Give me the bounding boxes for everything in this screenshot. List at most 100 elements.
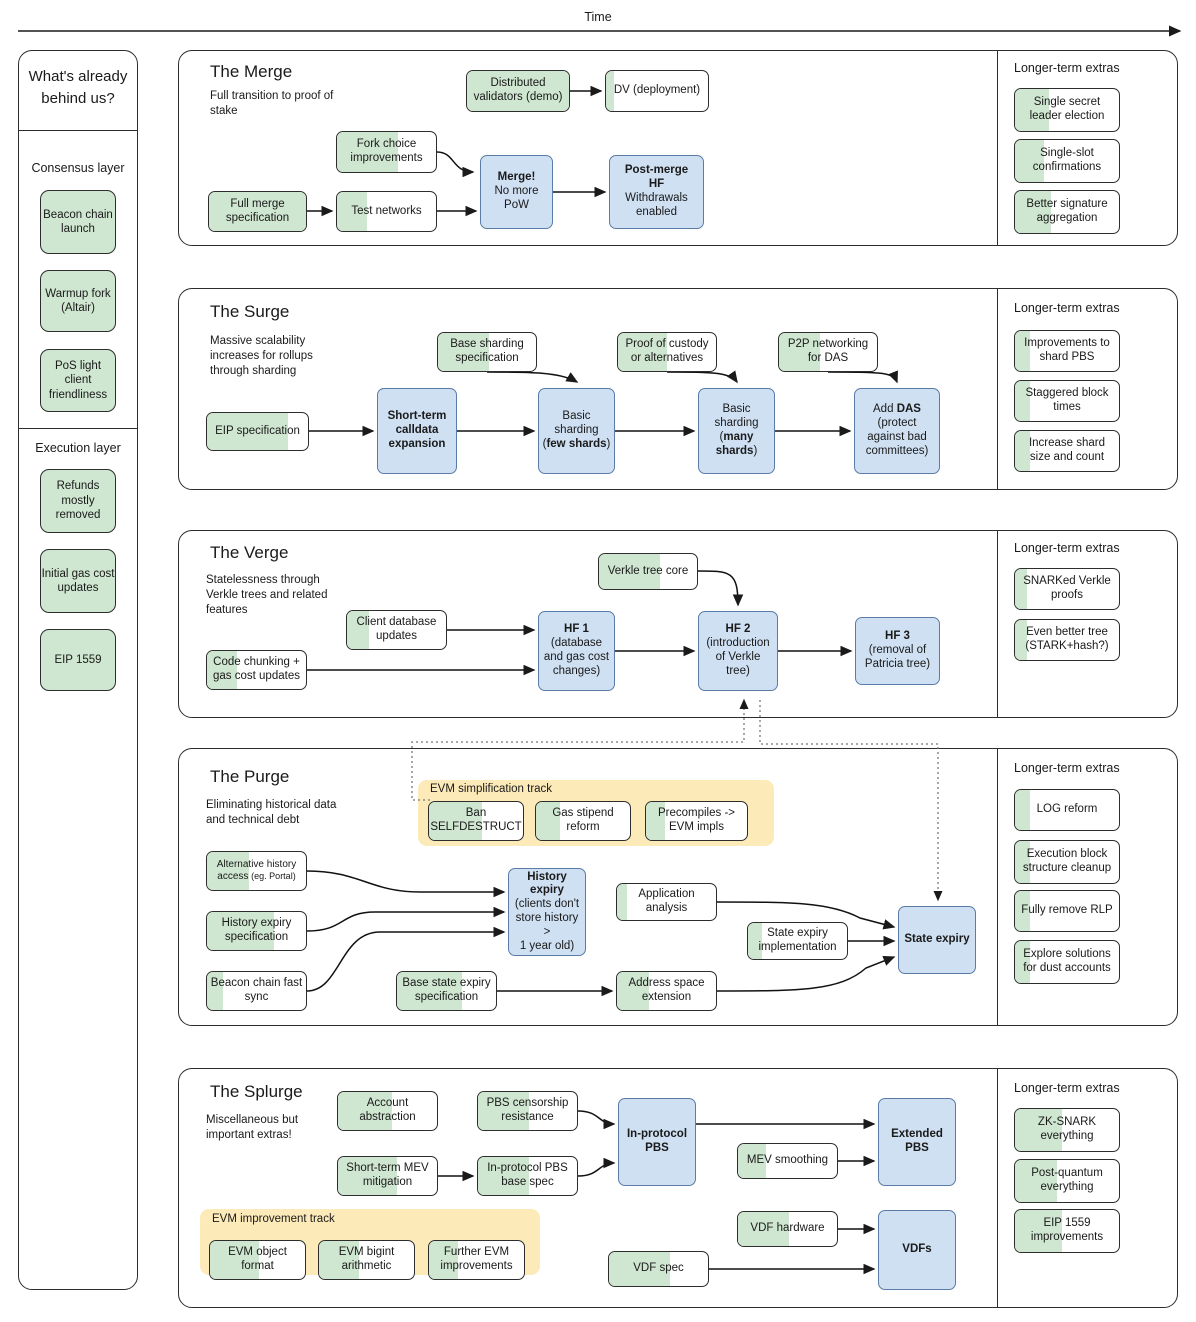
node-history-expiry-specification[interactable]: History expiry specification [206,911,307,951]
node-vdfs[interactable]: VDFs [878,1210,956,1290]
node-base-state-expiry-specification[interactable]: Base state expiry specification [396,971,497,1011]
node-label: Single secret leader election [1029,96,1105,122]
node-label: Execution block structure cleanup [1022,848,1112,874]
node-full-merge-specification[interactable]: Full merge specification [208,191,307,232]
node-label: Client database updates [356,616,437,642]
extra-execution-block-structure-cleanup[interactable]: Execution block structure cleanup [1014,840,1120,884]
node-state-expiry[interactable]: State expiry [898,906,976,974]
evm-simplification-track-label: EVM simplification track [430,783,553,795]
node-base-sharding-specification[interactable]: Base sharding specification [437,332,537,372]
node-short-term-calldata-expansion[interactable]: Short-term calldata expansion [377,388,457,474]
node-label: Test networks [351,204,422,217]
node-pbs-censorship-resistance[interactable]: PBS censorship resistance [477,1091,578,1131]
node-label: Address space extension [628,977,705,1003]
node-verkle-tree-core[interactable]: Verkle tree core [598,553,698,590]
node-label: Base sharding specification [450,338,524,364]
extras-title-surge: Longer-term extras [1014,301,1120,315]
extra-explore-solutions-for-dust-accounts[interactable]: Explore solutions for dust accounts [1014,940,1120,984]
node-fork-choice-improvements[interactable]: Fork choice improvements [336,131,437,173]
sidebar-group-label-execution: Execution layer [35,441,121,455]
extra-post-quantum-everything[interactable]: Post-quantum everything [1014,1159,1120,1203]
evm-improvement-track-label: EVM improvement track [212,1213,335,1225]
node-label: Short-term calldata expansion [387,410,447,450]
node-label: DV (deployment) [613,84,701,97]
section-merge-divider [997,50,999,246]
node-application-analysis[interactable]: Application analysis [616,883,717,921]
node-label: Code chunking + gas cost updates [213,656,300,682]
sidebar-heading: What's already behind us? [28,68,128,107]
node-vdf-hardware[interactable]: VDF hardware [737,1211,838,1247]
extra-eip-1559-improvements[interactable]: EIP 1559 improvements [1014,1209,1120,1253]
extra-snarked-verkle-proofs[interactable]: SNARKed Verkle proofs [1014,568,1120,610]
node-evm-bigint-arithmetic[interactable]: EVM bigint arithmetic [318,1240,415,1280]
section-verge-subtitle: Statelessness through Verkle trees and r… [206,574,328,617]
extra-zk-snark-everything[interactable]: ZK-SNARK everything [1014,1108,1120,1152]
node-client-database-updates[interactable]: Client database updates [346,610,447,650]
node-address-space-extension[interactable]: Address space extension [616,971,717,1011]
node-eip-specification[interactable]: EIP specification [206,412,309,451]
node-in-protocol-pbs-base-spec[interactable]: In-protocol PBS base spec [477,1156,578,1196]
extra-improvements-to-shard-pbs[interactable]: Improvements to shard PBS [1014,330,1120,372]
node-extended-pbs[interactable]: Extended PBS [878,1098,956,1186]
sidebar-item-eip-1559[interactable]: EIP 1559 [40,629,116,691]
extras-title-merge: Longer-term extras [1014,61,1120,75]
node-gas-stipend-reform[interactable]: Gas stipend reform [535,801,631,841]
section-the-surge [178,288,1178,490]
extra-increase-shard-size-and-count[interactable]: Increase shard size and count [1014,430,1120,472]
node-label: Fork choice improvements [350,138,423,164]
extra-single-secret-leader-election[interactable]: Single secret leader election [1014,88,1120,132]
node-account-abstraction[interactable]: Account abstraction [337,1091,438,1131]
node-state-expiry-implementation[interactable]: State expiry implementation [747,922,848,960]
sidebar-item-initial-gas-cost-updates[interactable]: Initial gas cost updates [40,549,116,613]
extra-log-reform[interactable]: LOG reform [1014,789,1120,831]
section-surge-title: The Surge [210,302,290,321]
node-evm-object-format[interactable]: EVM object format [209,1240,306,1280]
section-purge-divider [997,748,999,1026]
node-label: MEV smoothing [746,1154,829,1167]
node-ban-selfdestruct[interactable]: Ban SELFDESTRUCT [428,801,524,841]
node-precompiles-to-evm-impls[interactable]: Precompiles -> EVM impls [645,801,748,841]
sidebar-item-label: Beacon chain launch [43,208,113,235]
node-further-evm-improvements[interactable]: Further EVM improvements [428,1240,525,1280]
section-verge-divider [997,530,999,718]
extra-single-slot-confirmations[interactable]: Single-slot confirmations [1014,139,1120,183]
extra-better-signature-aggregation[interactable]: Better signature aggregation [1014,190,1120,234]
node-short-term-mev-mitigation[interactable]: Short-term MEV mitigation [337,1156,438,1196]
node-dv-deployment[interactable]: DV (deployment) [605,70,709,112]
node-test-networks[interactable]: Test networks [336,191,437,232]
node-vdf-spec[interactable]: VDF spec [608,1251,709,1287]
node-p2p-networking-for-das[interactable]: P2P networking for DAS [778,332,878,372]
node-mev-smoothing[interactable]: MEV smoothing [737,1143,838,1179]
node-proof-of-custody[interactable]: Proof of custody or alternatives [617,332,717,372]
node-in-protocol-pbs[interactable]: In-protocol PBS [618,1098,696,1186]
sidebar-item-pos-light-client[interactable]: PoS light client friendliness [40,349,116,412]
extra-staggered-block-times[interactable]: Staggered block times [1014,380,1120,422]
node-code-chunking-gas-cost-updates[interactable]: Code chunking + gas cost updates [206,650,307,690]
node-beacon-chain-fast-sync[interactable]: Beacon chain fast sync [206,971,307,1011]
extra-fully-remove-rlp[interactable]: Fully remove RLP [1014,890,1120,932]
extras-title-verge: Longer-term extras [1014,541,1120,555]
node-label: EIP 1559 improvements [1030,1217,1104,1243]
extra-even-better-tree[interactable]: Even better tree (STARK+hash?) [1014,619,1120,661]
time-axis: Time [0,0,1196,44]
sidebar-item-warmup-fork[interactable]: Warmup fork (Altair) [40,270,116,332]
node-distributed-validators-demo[interactable]: Distributed validators (demo) [466,70,570,112]
sidebar-item-refunds-removed[interactable]: Refunds mostly removed [40,469,116,533]
sidebar-item-beacon-chain-launch[interactable]: Beacon chain launch [40,190,116,254]
